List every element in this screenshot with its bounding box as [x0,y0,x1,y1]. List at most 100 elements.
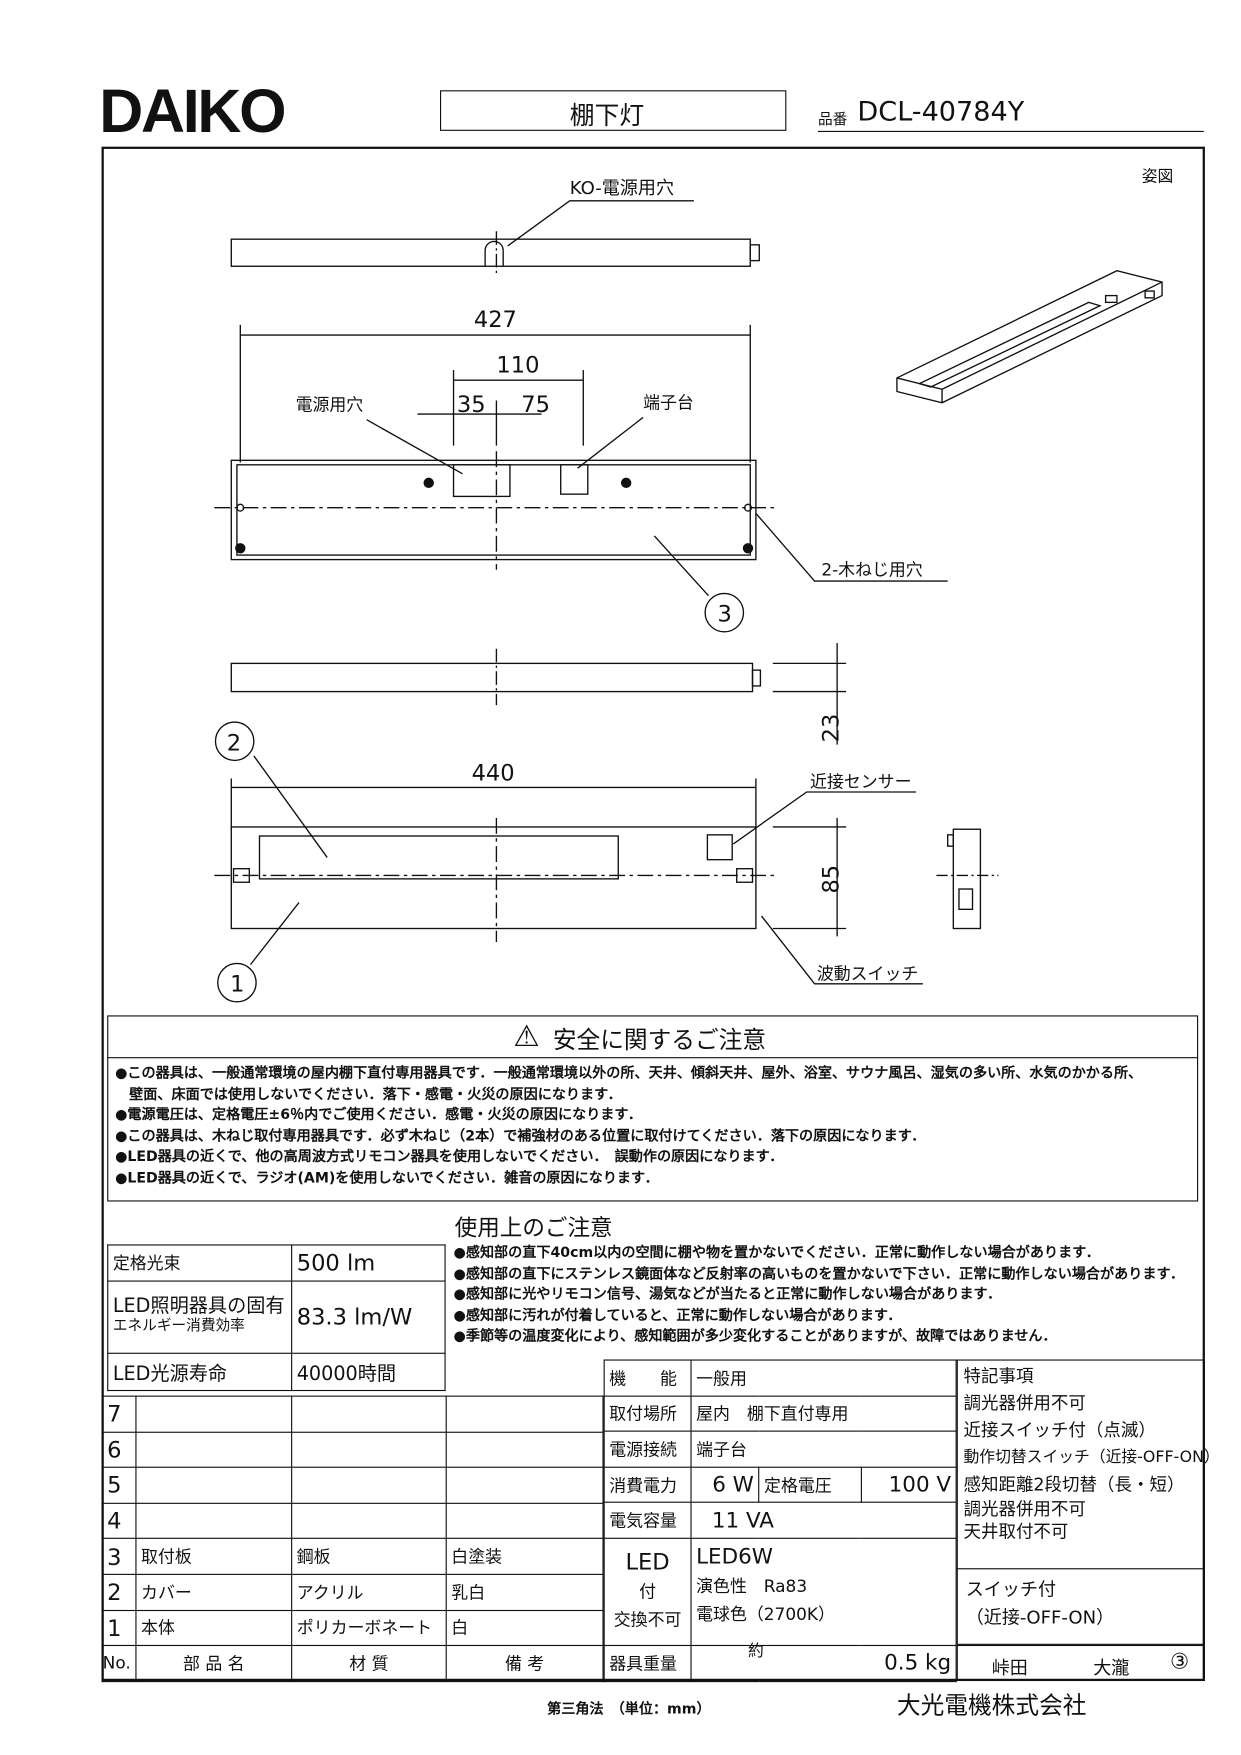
dim-35: 35 [457,392,486,418]
parts-rows-2-note [445,1466,604,1504]
part-number-label: 品番 [817,111,848,129]
back-view-body [230,459,757,561]
safety-note: ●LED器具の近くで、他の高周波方式リモコン器具を使用しないでください． 誤動作… [115,1147,784,1165]
spec-function_label: 機 能 [603,1359,692,1397]
ratings-1-value: 83.3 lm/W [291,1280,446,1354]
parts-rows-0-note [445,1395,604,1433]
product-type-title: 棚下灯 [569,102,645,131]
notes-box [956,1359,1205,1645]
switch-label: 波動スイッチ [817,963,918,983]
technical-drawing: KO-電源用穴 427 110 35 75 電源用穴 端子台 2-木ねじ用穴 [214,178,1163,1003]
parts-rows-0-name [135,1395,293,1433]
dim-23: 23 [818,714,844,743]
parts-header-2: 材 質 [291,1645,447,1682]
terminal-label: 端子台 [643,392,694,412]
ratings-1-label2: エネルギー消費効率 [112,1317,245,1335]
header-underline [817,130,1204,132]
warning-icon: ⚠ [513,1019,540,1054]
divider [107,1057,1199,1059]
ratings-0-value: 500 lm [291,1244,446,1282]
projection-note: 第三角法 （単位：mm） [547,1700,711,1718]
table-row: 5 [101,1466,604,1504]
safety-note: ●この器具は、一般通常環境の屋内棚下直付専用器具です．一般通常環境以外の所、天井… [115,1063,1143,1081]
parts-rows-6-material: ポリカーボネート [291,1609,447,1647]
parts-rows-3-no: 4 [101,1502,137,1540]
ko-label: KO-電源用穴 [570,178,674,199]
parts-header-3: 備 考 [445,1645,604,1682]
parts-rows-3-note [445,1502,604,1540]
divider [956,1568,1205,1570]
safety-box [107,1015,1199,1202]
parts-rows-3-name [135,1502,293,1540]
parts-rows-1-name [135,1431,293,1468]
switch-note: スイッチ付（近接-OFF-ON） [966,1575,1114,1631]
usage-notes: ●感知部の直下40cm以内の空間に棚や物を置かないでください．正常に動作しない場… [454,1242,1185,1346]
company-name: 大光電機株式会社 [896,1692,1087,1720]
spec-power_label: 消費電力 [603,1466,692,1504]
dim-85: 85 [818,865,844,894]
parts-rows-0-material [291,1395,447,1433]
dim-440: 440 [472,761,515,787]
notes-items-1: 近接スイッチ付（点滅） [963,1420,1156,1441]
notes-list: 特記事項 調光器併用不可 近接スイッチ付（点滅） 動作切替スイッチ（近接-OFF… [963,1363,1219,1544]
spec-weight_label: 器具重量 [603,1644,692,1682]
end-view-body [952,828,982,930]
notes-switch2: （近接-OFF-ON） [965,1606,1115,1628]
spec-function: 一般用 [690,1359,957,1397]
screw-holes-label: 2-木ねじ用穴 [821,559,922,579]
parts-rows-1-material [291,1431,447,1468]
signoff-name1: 峠田 [991,1657,1028,1679]
parts-rows-0-no: 7 [101,1395,137,1433]
parts-rows-4-material: 鋼板 [291,1538,447,1575]
spec-led1: LED6W [696,1544,773,1570]
notes-items-5: 天井取付不可 [963,1521,1069,1543]
spec-mount_label: 取付場所 [603,1395,692,1432]
view-label: 姿図 [1141,168,1174,187]
drawing-callouts-1: 2 [227,730,241,756]
spec-capacity_label: 電気容量 [603,1502,692,1539]
usage-title: 使用上のご注意 [454,1213,613,1242]
safety-notes: ●この器具は、一般通常環境の屋内棚下直付専用器具です．一般通常環境以外の所、天井… [115,1063,1142,1188]
usage-note: ●感知部の直下にステンレス鏡面体など反射率の高いものを置かないで下さい．正常に動… [453,1264,1185,1282]
notes-items-2: 動作切替スイッチ（近接-OFF-ON） [963,1448,1220,1467]
ko-leader [507,200,694,247]
safety-title: 安全に関するご注意 [552,1026,767,1054]
callout-1 [217,962,257,1003]
ratings-2-value: 40000時間 [291,1352,446,1391]
parts-rows-5-note: 乳白 [445,1573,604,1611]
notes-items-4: 調光器併用不可 [963,1499,1086,1520]
spec-led2: 演色性 Ra83 [696,1576,808,1597]
table-row: 6 [101,1431,604,1468]
top-view-body [230,238,751,267]
safety-note: ●電源電圧は、定格電圧±6％内でご使用ください．感電・火災の原因になります． [115,1105,643,1123]
spec-mount: 屋内 棚下直付専用 [690,1395,957,1432]
usage-note: ●季節等の温度変化により、感知範囲が多少変化することがありますが、故障ではありま… [453,1326,1057,1344]
usage-note: ●感知部の直下40cm以内の空間に棚や物を置かないでください．正常に動作しない場… [453,1243,1100,1261]
spec-weight: 0.5 kg [884,1650,952,1676]
parts-rows-4-note: 白塗装 [445,1538,604,1575]
parts-rows-5-material: アクリル [291,1573,447,1611]
signoff-row: 峠田 大瀧 ③ [956,1644,1205,1682]
spec-weight_prefix: 約 [747,1642,764,1661]
parts-rows-3-material [291,1502,447,1540]
dim-75: 75 [521,392,550,418]
dim-110: 110 [496,352,539,378]
spec-led_label1: LED [625,1548,670,1576]
ratings-0-label: 定格光束 [107,1244,293,1282]
spec-conn_label: 電源接続 [603,1430,692,1468]
table-row: 4 [101,1502,604,1540]
spec-power: 6 W [690,1466,760,1504]
table-header: No.部 品 名材 質備 考 [101,1645,604,1682]
ratings-2-label: LED光源寿命 [107,1352,293,1391]
parts-rows-2-name [135,1466,293,1504]
drawing-callouts-2: 3 [718,602,732,628]
parts-rows-6-no: 1 [101,1609,137,1647]
isometric-view [896,270,1163,404]
callout-3 [704,592,745,633]
callout-2 [214,721,255,762]
